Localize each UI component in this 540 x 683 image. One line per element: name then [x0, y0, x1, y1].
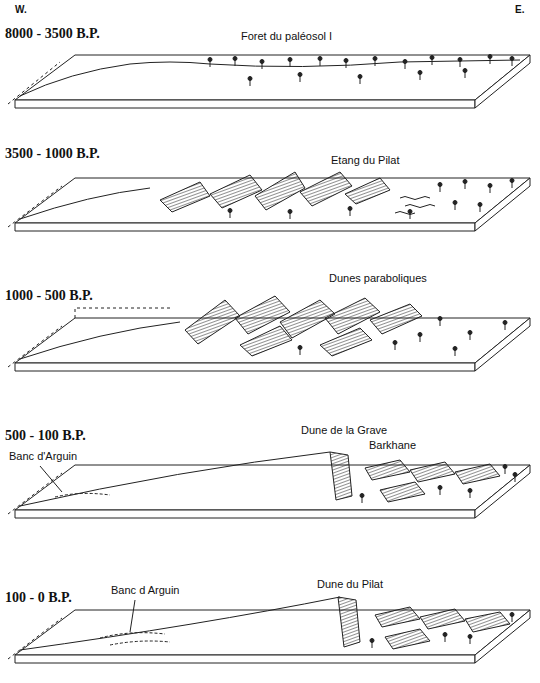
- block-3: [8, 296, 530, 371]
- feature-label: Dune de la Grave: [300, 424, 388, 437]
- feature-label: Dune du Pilat: [316, 578, 384, 591]
- block-1: [8, 55, 530, 108]
- feature-label: Banc d Arguin: [110, 584, 181, 597]
- period-label: 500 - 100 B.P.: [4, 428, 87, 444]
- trees-3: [298, 317, 507, 357]
- feature-label: Barkhane: [368, 439, 417, 452]
- period-label: 100 - 0 B.P.: [4, 590, 73, 606]
- period-label: 1000 - 500 B.P.: [4, 288, 94, 304]
- trees-5: [370, 613, 514, 649]
- trees-2: [228, 179, 514, 220]
- feature-label: Foret du paléosol I: [240, 30, 333, 43]
- block-5: [8, 597, 530, 663]
- trees-4: [360, 465, 517, 504]
- direction-label: W.: [14, 4, 28, 16]
- trees-1: [208, 55, 514, 87]
- direction-label: E.: [514, 4, 525, 16]
- period-label: 3500 - 1000 B.P.: [4, 146, 101, 162]
- block-4: [8, 452, 530, 518]
- period-label: 8000 - 3500 B.P.: [4, 26, 101, 42]
- feature-label: Banc d'Arguin: [8, 450, 78, 463]
- feature-label: Etang du Pilat: [330, 154, 401, 167]
- feature-label: Dunes paraboliques: [328, 272, 428, 285]
- block-2: [8, 172, 530, 231]
